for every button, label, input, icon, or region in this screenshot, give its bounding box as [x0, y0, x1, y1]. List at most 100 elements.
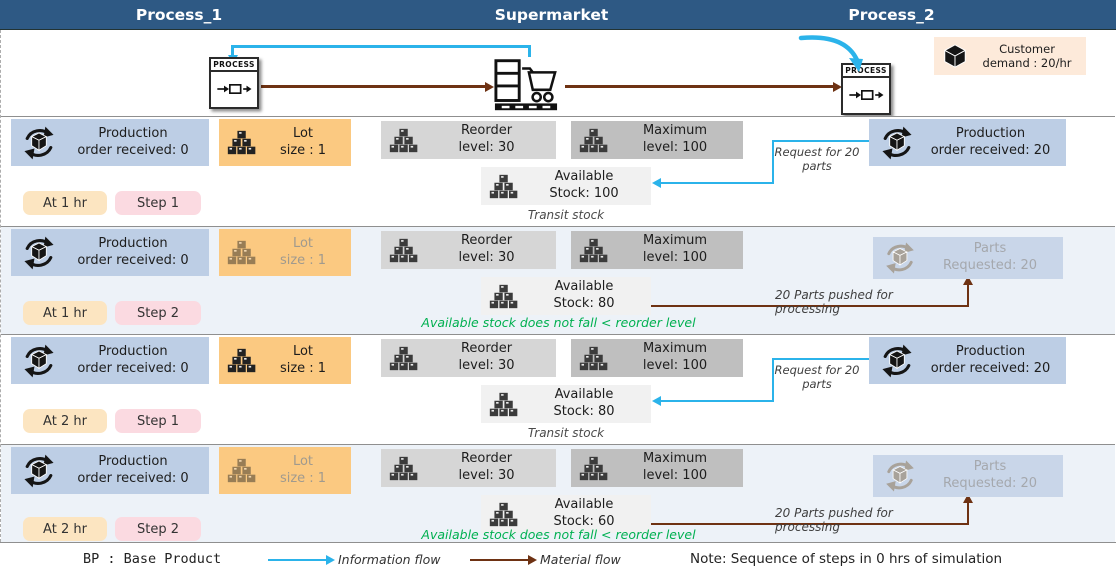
- production-cycle-icon: [19, 341, 59, 381]
- information-flow-label: Information flow: [338, 552, 441, 567]
- arrowhead-up-icon: [963, 276, 973, 285]
- transit-stock-note: Transit stock: [527, 208, 605, 222]
- flow-arrow-icon: [214, 79, 254, 99]
- request-annotation: Request for 20 parts: [774, 145, 860, 173]
- step-badge: Step 1: [115, 409, 201, 433]
- arrowhead-right-icon: [326, 555, 335, 565]
- push-flow-line: [651, 523, 969, 525]
- arrowhead-right-icon: [485, 81, 494, 92]
- customer-demand-label: Customer demand : 20/hr: [982, 41, 1072, 70]
- stock-ok-note: Available stock does not fall < reorder …: [421, 527, 696, 542]
- stacked-boxes-icon: [389, 346, 419, 371]
- request-flow-line: [660, 400, 774, 402]
- flow-arrow-icon: [846, 85, 886, 105]
- process2-icon: PROCESS: [841, 63, 891, 115]
- column-header-process1: Process_1: [135, 5, 223, 24]
- push-annotation: 20 Parts pushed for processing: [775, 506, 893, 534]
- arrowhead-right-icon: [528, 555, 537, 565]
- column-header-bar: Process_1 Supermarket Process_2: [0, 0, 1116, 30]
- information-flow-legend-line: [268, 559, 328, 561]
- stacked-boxes-icon: [389, 238, 419, 263]
- stacked-boxes-icon: [489, 392, 519, 417]
- push-flow-line: [967, 501, 969, 525]
- information-flow-line: [528, 45, 531, 57]
- request-flow-line: [772, 140, 869, 142]
- production-cycle-icon: [19, 233, 59, 273]
- material-flow-line: [261, 85, 487, 88]
- stacked-boxes-icon: [389, 128, 419, 153]
- request-flow-line: [772, 140, 774, 183]
- push-flow-line: [651, 305, 969, 307]
- request-flow-line: [772, 358, 774, 401]
- step-badge: Step 2: [115, 301, 201, 325]
- production-cycle-icon: [877, 341, 917, 381]
- request-flow-line: [660, 182, 774, 184]
- transit-stock-note: Transit stock: [527, 426, 605, 440]
- stacked-boxes-icon: [489, 502, 519, 527]
- push-flow-line: [967, 283, 969, 307]
- stacked-boxes-icon: [489, 284, 519, 309]
- material-flow-label: Material flow: [540, 552, 621, 567]
- stock-ok-note: Available stock does not fall < reorder …: [421, 315, 696, 330]
- stacked-boxes-icon: [579, 456, 609, 481]
- production-cycle-icon: [881, 239, 919, 277]
- table-left-border: [0, 30, 1, 542]
- stacked-boxes-icon: [579, 238, 609, 263]
- request-annotation: Request for 20 parts: [774, 363, 860, 391]
- information-flow-line: [231, 45, 234, 55]
- arrowhead-left-icon: [652, 178, 661, 188]
- stacked-boxes-icon: [227, 240, 257, 265]
- simulation-note: Note: Sequence of steps in 0 hrs of simu…: [690, 551, 1003, 567]
- stacked-boxes-icon: [579, 128, 609, 153]
- material-flow-line: [565, 85, 835, 88]
- stacked-boxes-icon: [389, 456, 419, 481]
- production-cycle-icon: [19, 123, 59, 163]
- arrowhead-right-icon: [833, 81, 842, 92]
- request-flow-line: [772, 358, 869, 360]
- stacked-boxes-icon: [227, 348, 257, 373]
- process1-icon: PROCESS: [209, 57, 259, 109]
- stacked-boxes-icon: [579, 346, 609, 371]
- step-badge: Step 1: [115, 191, 201, 215]
- bp-abbreviation: BP : Base Product: [83, 551, 222, 567]
- customer-demand-card: Customer demand : 20/hr: [934, 37, 1086, 75]
- legend-bar: BP : Base Product Information flow Mater…: [0, 542, 1116, 576]
- demand-flow-arrow-icon: [798, 35, 863, 72]
- time-badge: At 1 hr: [23, 191, 107, 215]
- arrowhead-left-icon: [652, 396, 661, 406]
- package-cube-icon: [942, 43, 968, 69]
- stacked-boxes-icon: [489, 174, 519, 199]
- arrowhead-up-icon: [963, 494, 973, 503]
- column-header-process2: Process_2: [848, 5, 935, 24]
- push-annotation: 20 Parts pushed for processing: [775, 288, 893, 316]
- information-flow-line: [231, 45, 531, 48]
- step-badge: Step 2: [115, 517, 201, 541]
- time-badge: At 2 hr: [23, 409, 107, 433]
- production-cycle-icon: [881, 457, 919, 495]
